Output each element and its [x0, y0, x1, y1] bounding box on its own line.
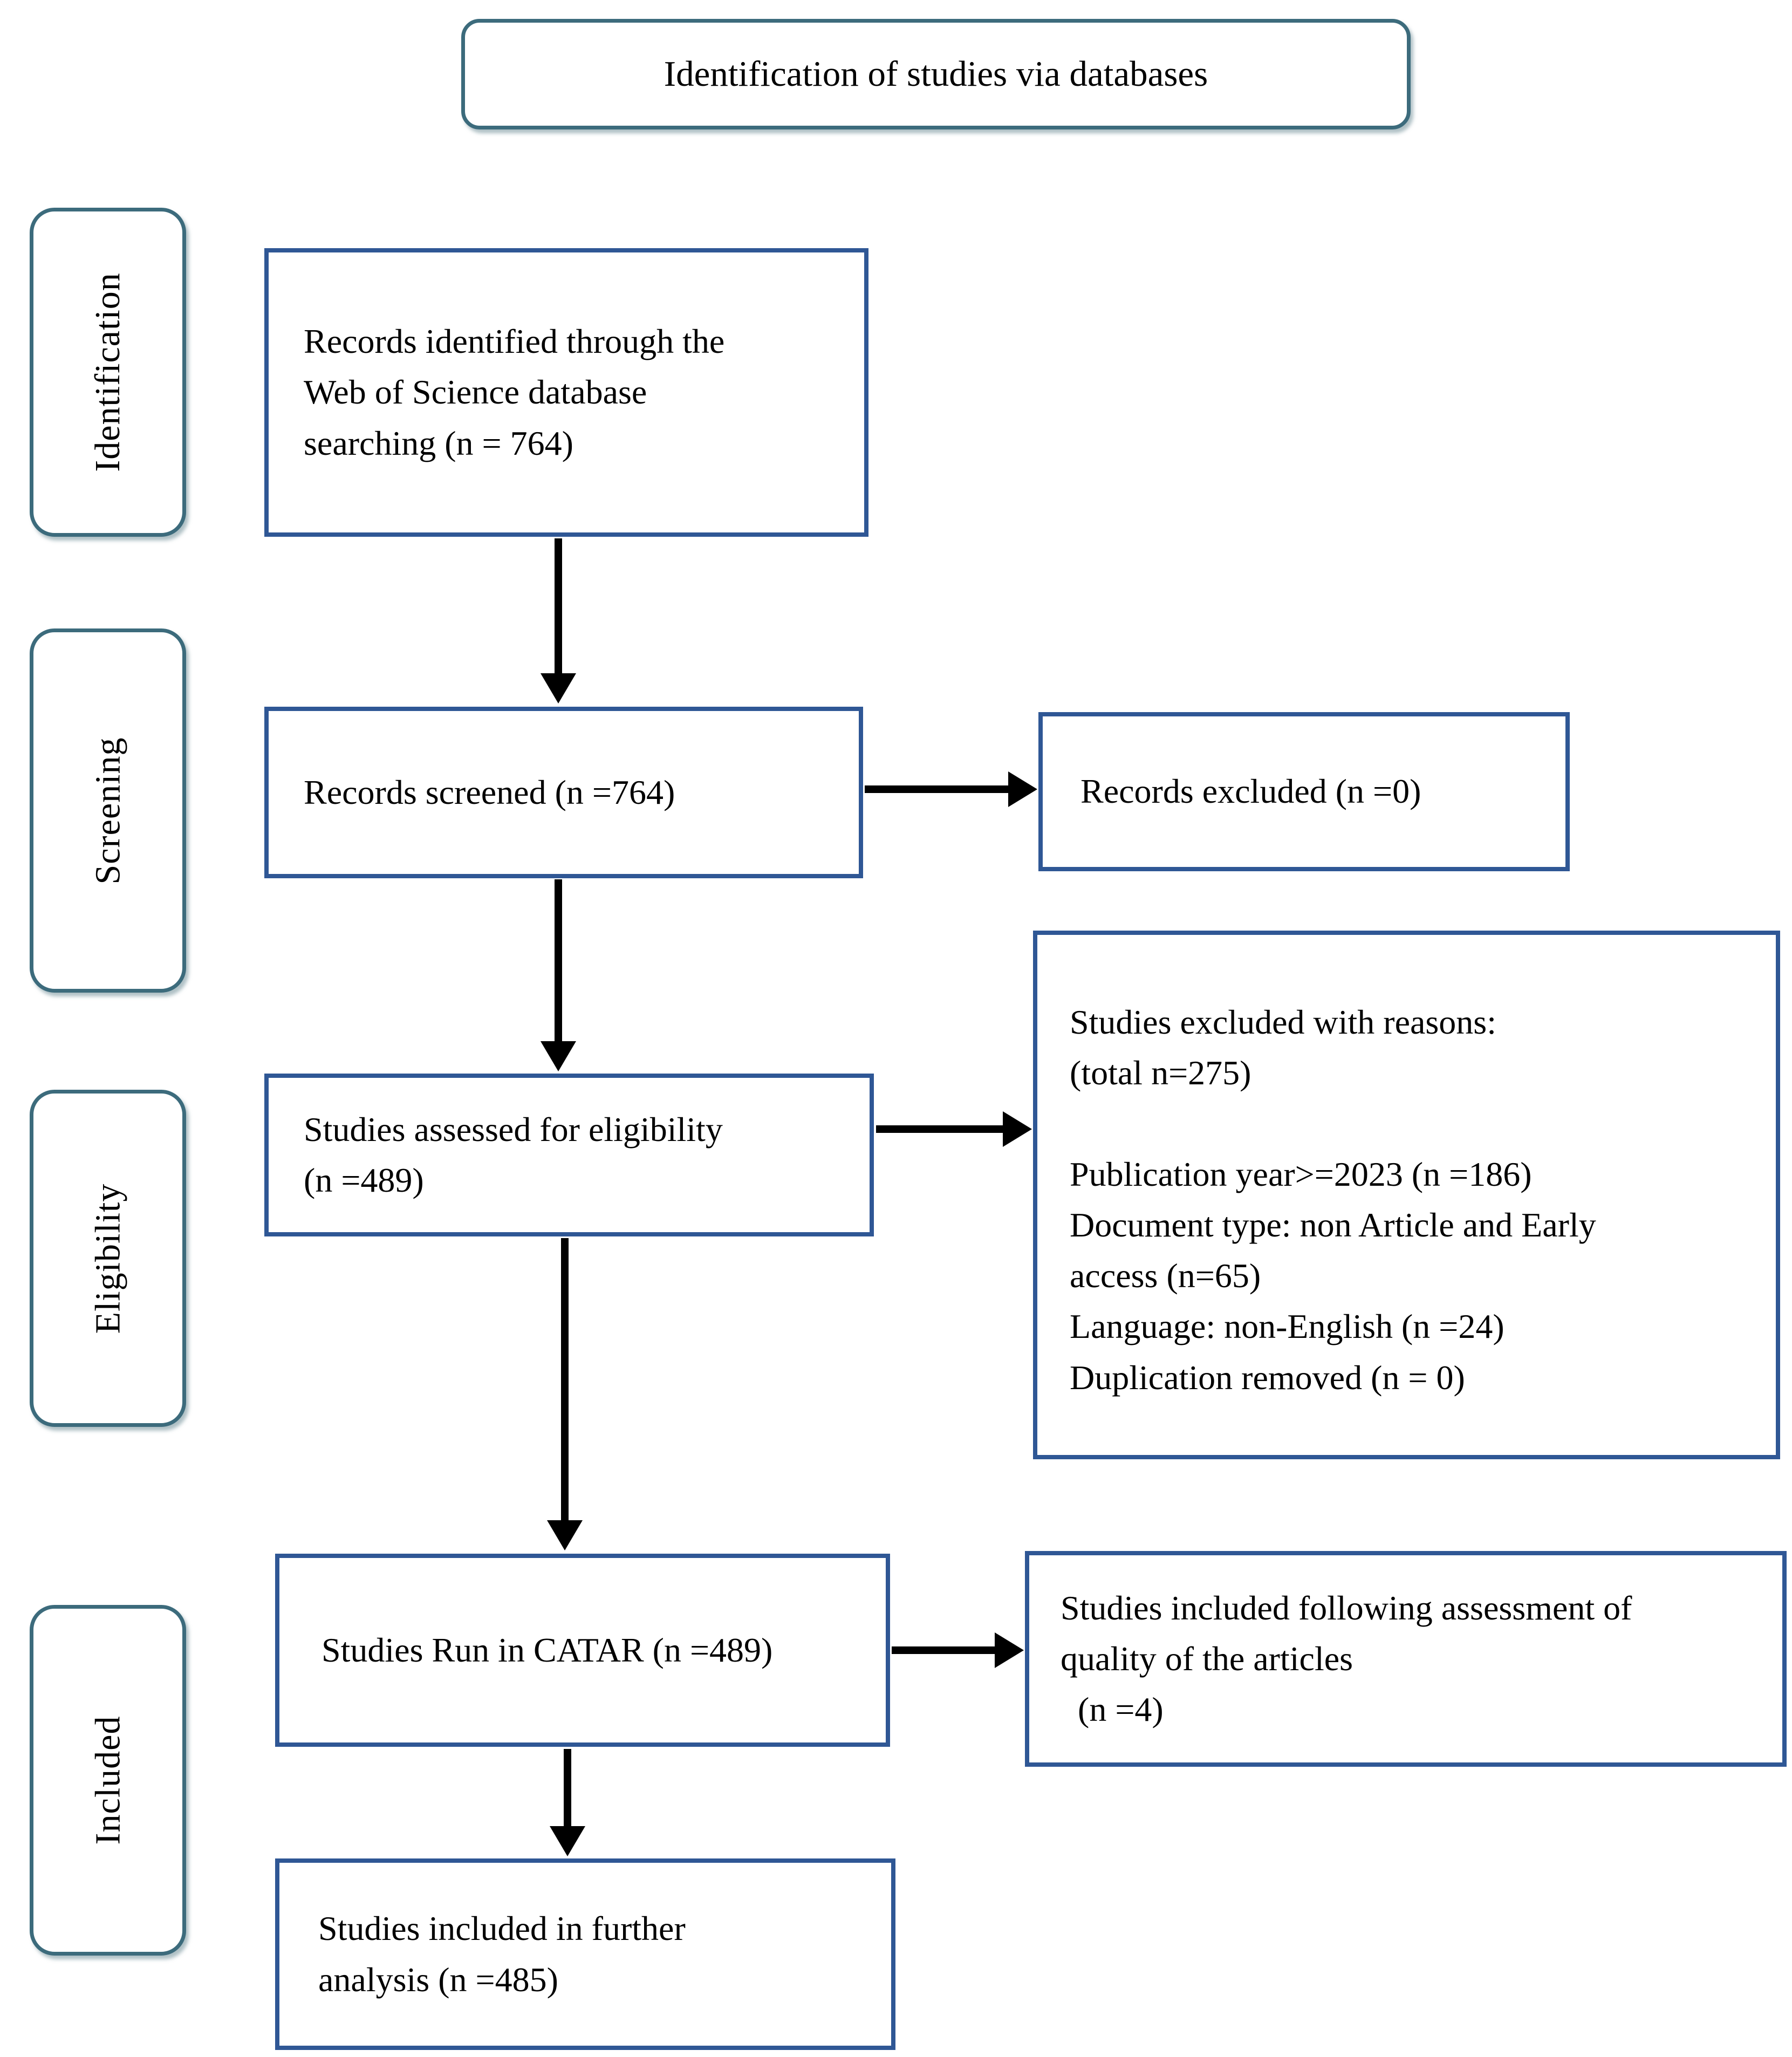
- stage-included-label: Included: [88, 1716, 127, 1845]
- box-records-screened: Records screened (n =764): [264, 707, 863, 878]
- arrow-assessed-to-reasons: [876, 1125, 1004, 1133]
- box-further-analysis-text: Studies included in further analysis (n …: [318, 1909, 686, 1999]
- title-box: Identification of studies via databases: [461, 19, 1411, 129]
- arrow-catar-to-quality: [892, 1646, 996, 1654]
- box-assessed-eligibility-text: Studies assessed for eligibility (n =489…: [304, 1110, 723, 1199]
- stage-eligibility-label: Eligibility: [88, 1183, 127, 1334]
- arrow-identified-to-screened: [555, 538, 562, 674]
- stage-identification: Identification: [30, 208, 186, 537]
- box-studies-catar: Studies Run in CATAR (n =489): [275, 1554, 890, 1747]
- box-assessed-eligibility: Studies assessed for eligibility (n =489…: [264, 1074, 874, 1236]
- arrow-screened-to-assessed: [555, 879, 562, 1042]
- box-records-identified-text: Records identified through the Web of Sc…: [304, 322, 725, 462]
- arrow-catar-to-further: [564, 1749, 571, 1827]
- box-records-identified: Records identified through the Web of Sc…: [264, 248, 868, 537]
- box-included-quality: Studies included following assessment of…: [1025, 1551, 1787, 1767]
- stage-screening-label: Screening: [88, 737, 127, 884]
- stage-identification-label: Identification: [88, 272, 127, 472]
- box-excluded-reasons: Studies excluded with reasons: (total n=…: [1033, 931, 1780, 1459]
- box-included-quality-text: Studies included following assessment of…: [1061, 1588, 1632, 1729]
- box-records-excluded: Records excluded (n =0): [1038, 712, 1570, 871]
- arrow-assessed-to-catar: [561, 1238, 569, 1521]
- box-excluded-reasons-text: Studies excluded with reasons: (total n=…: [1070, 1003, 1596, 1397]
- stage-eligibility: Eligibility: [30, 1090, 186, 1427]
- box-records-excluded-text: Records excluded (n =0): [1080, 772, 1421, 811]
- page-title: Identification of studies via databases: [664, 54, 1208, 94]
- box-records-screened-text: Records screened (n =764): [304, 773, 675, 811]
- stage-screening: Screening: [30, 628, 186, 993]
- box-studies-catar-text: Studies Run in CATAR (n =489): [322, 1630, 773, 1669]
- stage-included: Included: [30, 1605, 186, 1956]
- box-further-analysis: Studies included in further analysis (n …: [275, 1858, 895, 2050]
- arrow-screened-to-excluded: [865, 785, 1009, 793]
